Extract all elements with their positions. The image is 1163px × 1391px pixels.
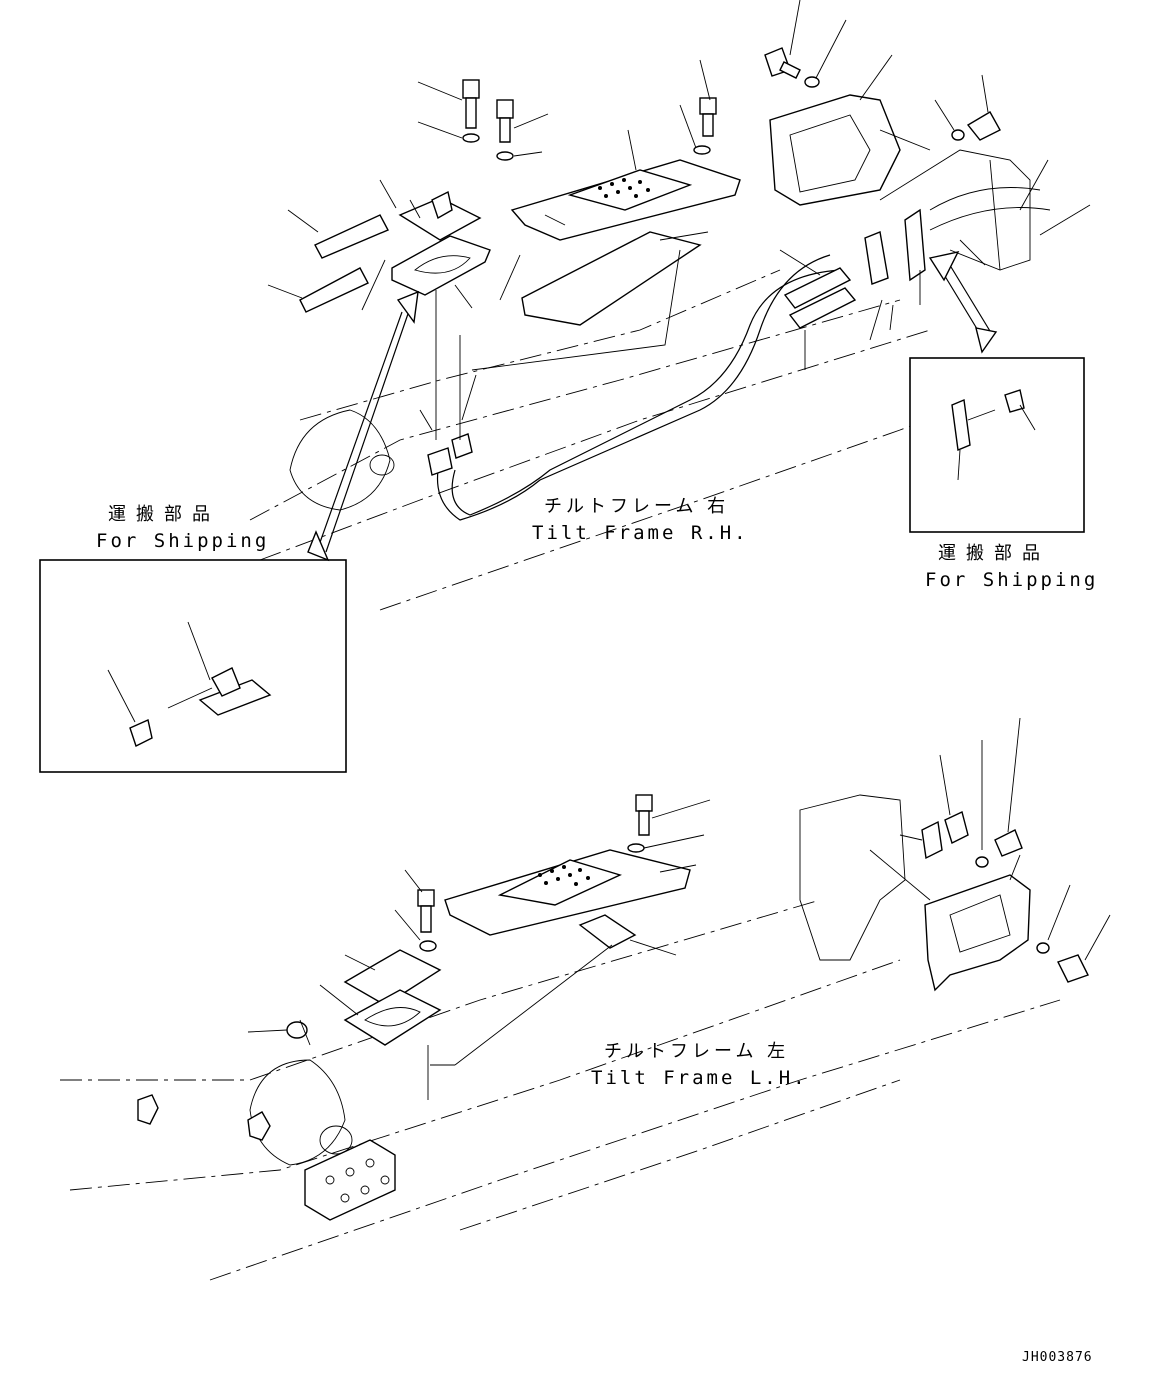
upper-hose-fittings [299,214,389,313]
upper-elbow-fitting [398,190,482,241]
drawing-number: JH003876 [1022,1350,1093,1365]
upper-guard [769,94,901,206]
upper-cover-plate [521,231,702,326]
upper-leader-lines [267,0,1091,440]
lower-small-plate [578,914,637,949]
tilt-frame-lh-jp-label: チルトフレーム 左 [604,1041,790,1062]
shipping-arrow-right [928,251,998,354]
shipping-box-right [909,357,1085,533]
shipping-left-jp-label: 運搬部品 [108,504,220,525]
lower-bolts [286,794,1089,1039]
tilt-frame-lh-outline [60,794,1061,1281]
tilt-frame-rh-jp-label: チルトフレーム 右 [544,496,730,517]
tilt-frame-lh-en-label: Tilt Frame L.H. [591,1067,808,1089]
shipping-left-en-label: For Shipping [96,530,270,552]
upper-gasket [391,235,491,296]
upper-bolts [462,47,1001,161]
upper-connector-block [864,187,1051,285]
shipping-right-en-label: For Shipping [925,569,1099,591]
lower-gasket [343,989,442,1046]
shipping-box-left [39,559,347,773]
shipping-right-jp-label: 運搬部品 [938,543,1050,564]
lower-connector-plates [921,811,969,860]
lower-guard [924,874,1031,992]
tilt-frame-rh-en-label: Tilt Frame R.H. [532,522,749,544]
lower-step-plate [444,849,691,936]
upper-step-plate [510,159,741,241]
shipping-arrow-left [307,290,419,562]
lower-leader-lines [247,717,1111,1100]
upper-hose-line [427,254,857,521]
lower-cover-plate [343,949,442,1006]
